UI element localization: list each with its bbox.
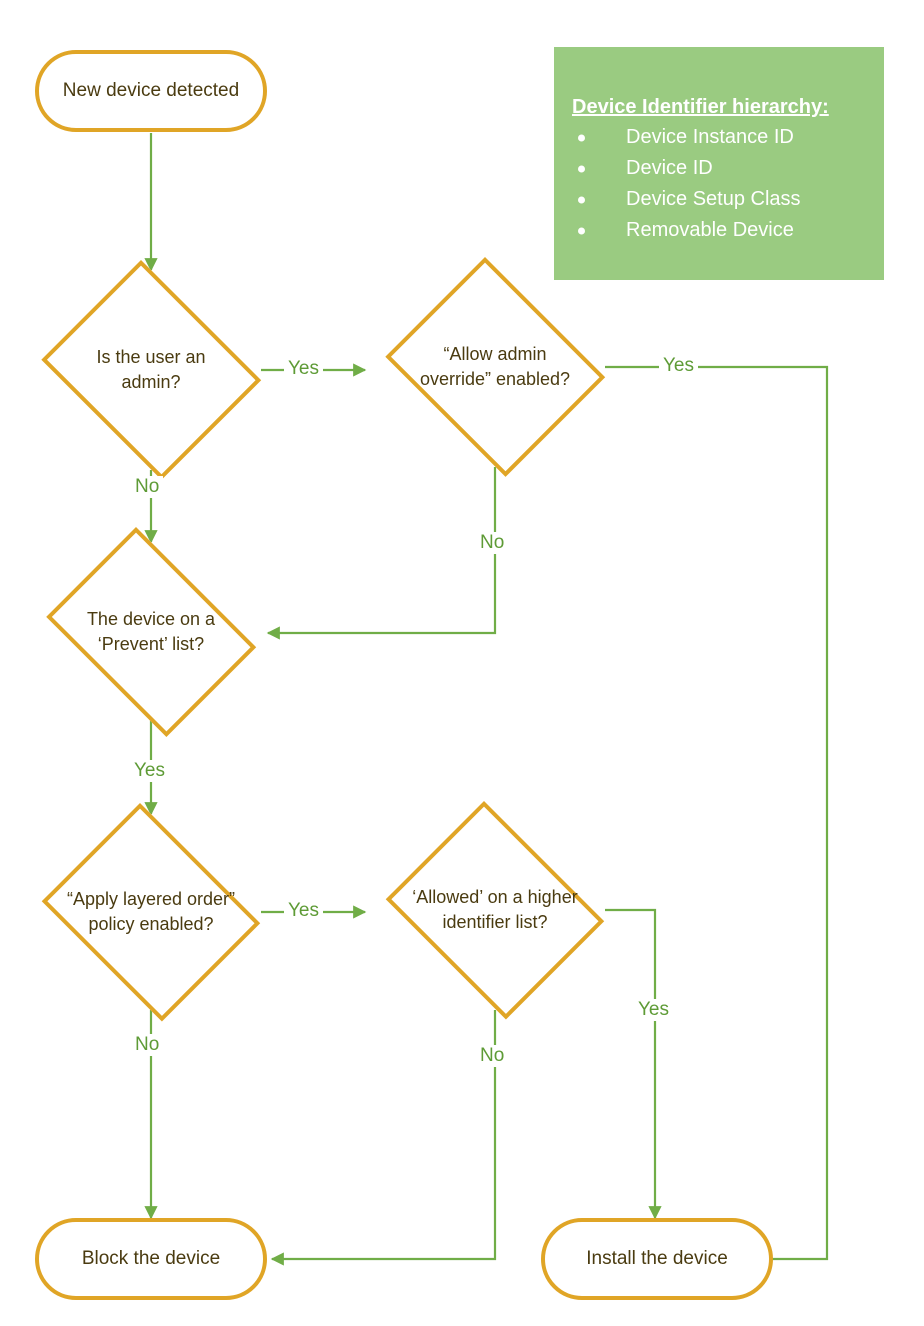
legend-item: Device Instance ID	[572, 122, 884, 153]
node-new-device-detected[interactable]: New device detected	[35, 50, 267, 132]
legend-item-label: Device ID	[626, 157, 713, 179]
legend-item: Removable Device	[572, 215, 884, 246]
node-label: New device detected	[62, 80, 240, 101]
edge-label-is-admin-yes: Yes	[284, 358, 323, 380]
legend-title: Device Identifier hierarchy:	[572, 96, 829, 118]
bullet-icon	[578, 227, 585, 234]
edge-label-is-admin-no: No	[131, 476, 164, 498]
edge-label-layered-yes: Yes	[284, 900, 323, 922]
bullet-icon	[578, 196, 585, 203]
node-label: Install the device	[586, 1248, 728, 1269]
node-block-the-device[interactable]: Block the device	[35, 1218, 267, 1300]
node-label: The device on a ‘Prevent’ list?	[86, 609, 216, 654]
legend-list: Device Instance ID Device ID Device Setu…	[572, 122, 884, 246]
node-install-the-device[interactable]: Install the device	[541, 1218, 773, 1300]
edge-label-prevent-yes: Yes	[130, 760, 169, 782]
edge-label-higher-yes: Yes	[634, 999, 673, 1021]
node-label: Is the user an admin?	[96, 347, 206, 392]
edge-label-override-no: No	[476, 532, 509, 554]
node-label: Block the device	[81, 1248, 221, 1269]
node-is-the-user-an-admin[interactable]: Is the user an admin?	[31, 260, 271, 480]
bullet-icon	[578, 134, 585, 141]
node-label: “Apply layered order” policy enabled?	[66, 889, 236, 934]
legend-item: Device ID	[572, 153, 884, 184]
edge-higher-yes	[605, 908, 662, 1220]
edge-override-yes	[605, 365, 829, 1266]
legend-item-label: Removable Device	[626, 219, 794, 241]
edge-label-override-yes: Yes	[659, 355, 698, 377]
edge-override-no	[266, 467, 497, 640]
node-allow-admin-override-enabled[interactable]: “Allow admin override” enabled?	[375, 257, 615, 477]
legend-item: Device Setup Class	[572, 184, 884, 215]
node-label: ‘Allowed’ on a higher identifier list?	[412, 887, 578, 932]
bullet-icon	[578, 165, 585, 172]
node-device-on-prevent-list[interactable]: The device on a ‘Prevent’ list?	[31, 527, 271, 737]
node-allowed-on-higher-identifier-list[interactable]: ‘Allowed’ on a higher identifier list?	[375, 801, 615, 1019]
node-apply-layered-order-policy-enabled[interactable]: “Apply layered order” policy enabled?	[31, 803, 271, 1021]
legend-device-identifier-hierarchy: Device Identifier hierarchy: Device Inst…	[554, 47, 884, 280]
edge-label-higher-no: No	[476, 1045, 509, 1067]
legend-item-label: Device Instance ID	[626, 126, 794, 148]
node-label: “Allow admin override” enabled?	[419, 344, 571, 389]
edge-label-layered-no: No	[131, 1034, 164, 1056]
edge-higher-no	[270, 1010, 497, 1266]
legend-item-label: Device Setup Class	[626, 188, 801, 210]
